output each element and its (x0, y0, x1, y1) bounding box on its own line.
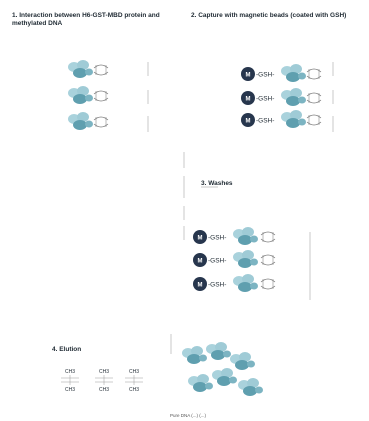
free-protein (238, 378, 263, 396)
magnetic-bead (193, 230, 207, 244)
protein-dna-complex (68, 112, 109, 130)
step-1-title: 1. Interaction between H6-GST-MBD protei… (12, 12, 160, 27)
gsh-label: -GSH- (256, 72, 274, 79)
magnetic-bead (193, 277, 207, 291)
step-2-title: 2. Capture with magnetic beads (coated w… (191, 12, 347, 19)
methyl-top-label: CH3 (65, 369, 75, 375)
bead-label: M (198, 236, 203, 242)
bead-label: M (246, 119, 251, 125)
step-3-complexes: M -GSH- M -GSH- M -GSH- (193, 227, 276, 292)
bead-complex: M -GSH- (241, 64, 322, 82)
gsh-label: -GSH- (208, 282, 226, 289)
methyl-fragment: CH3 CH3 (61, 369, 79, 393)
free-protein (182, 346, 207, 364)
bead-complex: M -GSH- (193, 274, 276, 292)
methyl-top-label: CH3 (129, 369, 139, 375)
gsh-label: -GSH- (256, 118, 274, 125)
bead-complex: M -GSH- (193, 250, 276, 268)
protein-dna-complex (68, 86, 109, 104)
methyl-fragment: CH3 CH3 (125, 369, 143, 393)
free-protein (206, 342, 231, 360)
methyl-bottom-label: CH3 (65, 387, 75, 393)
magnetic-bead (241, 67, 255, 81)
magnetic-bead (241, 113, 255, 127)
magnetic-bead (241, 91, 255, 105)
gsh-label: -GSH- (208, 235, 226, 242)
bead-label: M (198, 259, 203, 265)
methyl-bottom-label: CH3 (99, 387, 109, 393)
flow-lines (147, 62, 334, 354)
gsh-label: -GSH- (208, 258, 226, 265)
figure-caption: Pure DNA (...) (...) (170, 413, 207, 418)
free-protein (188, 374, 213, 392)
bead-complex: M -GSH- (241, 110, 322, 128)
gsh-label: -GSH- (256, 96, 274, 103)
protein-dna-complex (68, 60, 109, 78)
magnetic-bead (193, 253, 207, 267)
eluted-proteins (182, 342, 263, 396)
step-1-complexes (68, 60, 109, 130)
methylated-dna-fragments: CH3 CH3 CH3 CH3 CH3 CH3 (61, 369, 143, 393)
bead-label: M (198, 283, 203, 289)
bead-complex: M -GSH- (193, 227, 276, 245)
bead-complex: M -GSH- (241, 88, 322, 106)
free-protein (212, 368, 237, 386)
step-4-title: 4. Elution (52, 346, 82, 353)
step-2-complexes: M -GSH- M -GSH- M -GSH- (241, 64, 322, 128)
bead-label: M (246, 97, 251, 103)
methyl-top-label: CH3 (99, 369, 109, 375)
free-protein (230, 352, 255, 370)
methyl-bottom-label: CH3 (129, 387, 139, 393)
step-3-title: 3. Washes (201, 180, 233, 187)
bead-label: M (246, 73, 251, 79)
methyl-fragment: CH3 CH3 (95, 369, 113, 393)
